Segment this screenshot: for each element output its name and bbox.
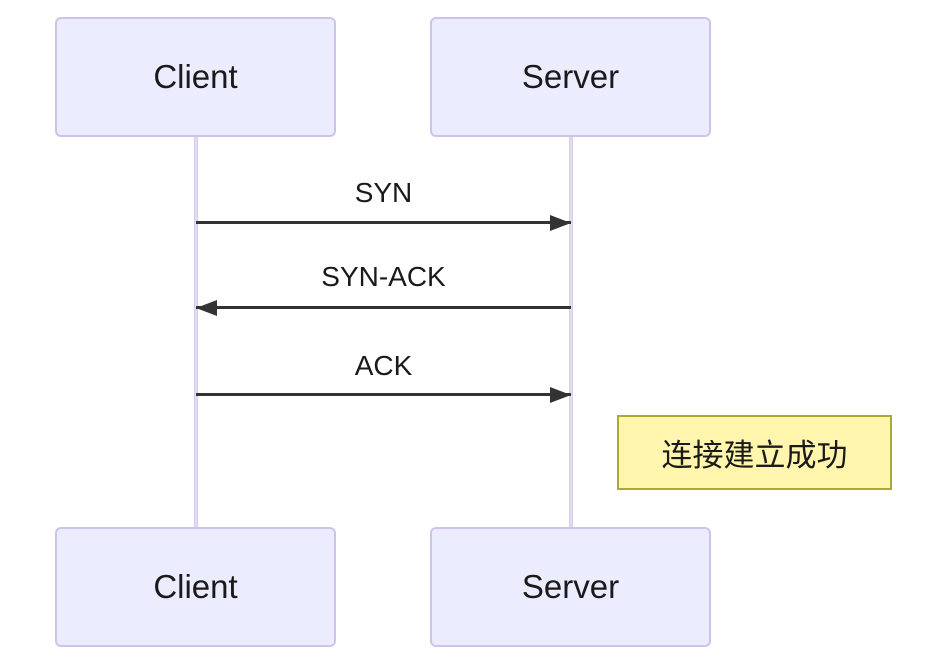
actor-label-server-top: Server xyxy=(521,58,620,95)
message-arrow-syn-ack xyxy=(196,306,571,309)
actor-label-client-bottom: Client xyxy=(153,568,238,605)
lifeline-server xyxy=(569,137,573,527)
lifeline-client xyxy=(194,137,198,527)
actor-box-client-top: Client xyxy=(55,17,336,137)
message-arrow-syn xyxy=(196,221,571,224)
message-label-ack: ACK xyxy=(354,350,413,381)
message-arrow-ack xyxy=(196,393,571,396)
message-label-syn-ack: SYN-ACK xyxy=(321,261,446,292)
actor-box-client-bottom: Client xyxy=(55,527,336,647)
actor-box-server-bottom: Server xyxy=(430,527,711,647)
actor-label-client-top: Client xyxy=(153,58,238,95)
note-connection-established: 连接建立成功 xyxy=(617,415,892,490)
actor-box-server-top: Server xyxy=(430,17,711,137)
note-text: 连接建立成功 xyxy=(661,438,848,473)
actor-label-server-bottom: Server xyxy=(521,568,620,605)
message-label-syn: SYN xyxy=(354,177,413,208)
